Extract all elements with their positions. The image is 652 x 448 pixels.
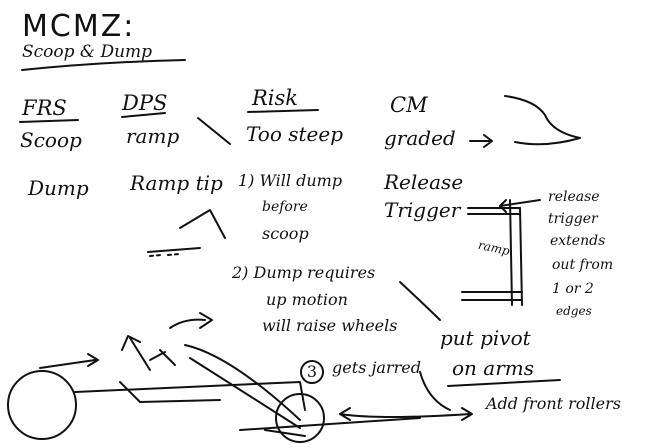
frs-underline <box>20 120 78 122</box>
frs-scoop: Scoop <box>20 130 82 150</box>
pivot-underline <box>448 380 560 386</box>
ramp-tip-dash <box>150 254 180 256</box>
side-note-6: edges <box>556 305 592 317</box>
rollers-note: Add front rollers <box>486 396 621 412</box>
side-note-4: out from <box>552 258 613 272</box>
side-note-1: release <box>548 190 600 204</box>
risk-3-number: 3 <box>300 360 324 384</box>
arrow-right-icon <box>470 135 492 147</box>
risk-3-text: gets jarred <box>332 360 421 376</box>
jarred-connector <box>420 372 450 410</box>
ramp-tip-sketch <box>148 210 225 252</box>
risk-1-line1: 1) Will dump <box>238 173 342 189</box>
release-line1: Release <box>384 172 463 192</box>
page-subtitle: Scoop & Dump <box>22 44 152 61</box>
header-risk: Risk <box>252 88 298 109</box>
side-note-3: extends <box>550 234 605 248</box>
side-note-5: 1 or 2 <box>552 282 594 296</box>
risk-2-line3: will raise wheels <box>262 318 397 334</box>
risk-too-steep: Too steep <box>246 124 343 144</box>
header-frs: FRS <box>22 98 67 119</box>
frs-dump: Dump <box>28 178 89 198</box>
risk-1-line2: before <box>262 200 308 214</box>
release-line2: Trigger <box>384 200 460 220</box>
cm-graded: graded <box>384 128 456 148</box>
risk-1-line3: scoop <box>262 226 309 242</box>
risk-underline <box>248 110 318 112</box>
dps-ramp: ramp <box>126 126 179 146</box>
wedge-sketch <box>505 96 580 144</box>
pivot-line2: on arms <box>452 358 534 378</box>
dps-ramp-tip: Ramp tip <box>130 173 223 193</box>
connector-curve <box>400 282 440 320</box>
ramp-slash-icon <box>198 118 230 144</box>
header-cm: CM <box>390 95 428 116</box>
header-dps: DPS <box>122 93 167 114</box>
pivot-line1: put pivot <box>440 328 531 348</box>
side-note-2: trigger <box>548 212 598 226</box>
risk-2-line2: up motion <box>266 292 348 308</box>
risk-2-line1: 2) Dump requires <box>232 265 375 281</box>
page-title: MCMZ: <box>22 12 135 42</box>
